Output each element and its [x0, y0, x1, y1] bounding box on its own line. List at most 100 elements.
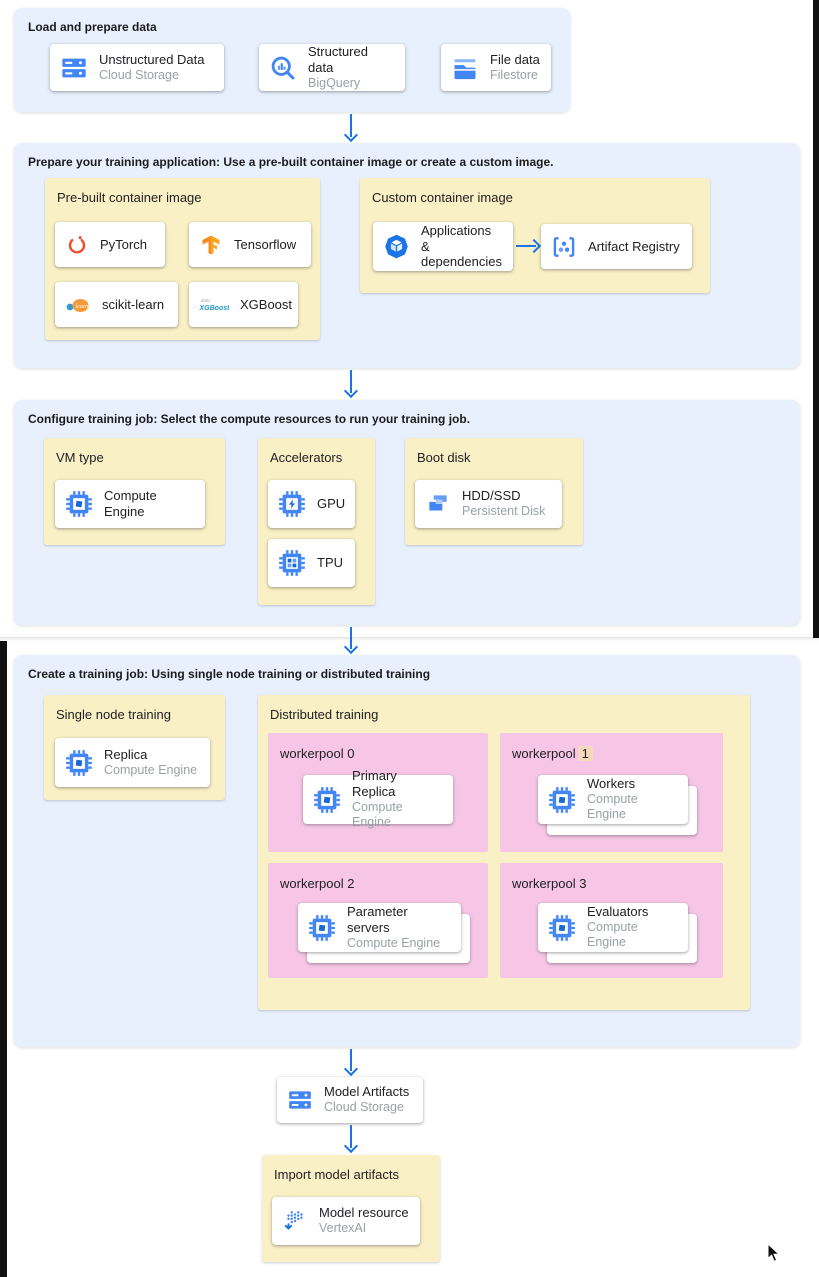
workerpool-badge: 1 [577, 746, 593, 761]
filestore-icon [454, 58, 476, 79]
card-sublabel: BigQuery [308, 75, 361, 90]
card-sublabel: Compute Engine [587, 792, 638, 822]
group-title: VM type [56, 450, 104, 465]
card-label: TPU [317, 555, 343, 571]
gpu-card: GPU [268, 480, 355, 528]
card-label: Structured data [308, 44, 368, 75]
cloud-storage-icon [289, 1091, 311, 1109]
svg-text:dmlc: dmlc [201, 298, 211, 303]
card-label: Unstructured Data [99, 51, 205, 67]
compute-engine-card: Compute Engine [55, 480, 205, 528]
custom-container-image-box: Custom container image Applications & de… [360, 178, 710, 293]
flow-arrow-3 [343, 627, 359, 655]
compute-engine-icon [66, 749, 92, 776]
bigquery-icon [271, 56, 295, 79]
card-label: Workers [587, 776, 636, 792]
tensorflow-icon [202, 235, 220, 254]
file-data-card: File data Filestore [441, 44, 551, 91]
card-label: Parameter servers [347, 904, 408, 935]
card-label: GPU [317, 496, 346, 512]
arrow-head [343, 1138, 358, 1154]
persistent-disk-icon [429, 495, 447, 511]
card-sublabel: Compute Engine [352, 800, 403, 830]
card-sublabel: Compute Engine [104, 762, 198, 777]
right-edge-black-strip [813, 0, 819, 638]
card-label: scikit-learn [102, 296, 165, 312]
card-label: Primary Replica [352, 768, 397, 800]
card-label: File data [490, 51, 540, 67]
vm-type-box: VM type Compute Engine [44, 438, 225, 545]
group-title: Custom container image [372, 190, 513, 205]
card-label: PyTorch [100, 236, 147, 252]
arrow-shaft [350, 1049, 352, 1071]
applications-dependencies-icon [385, 234, 408, 259]
group-title: Pre-built container image [57, 190, 202, 205]
tpu-icon [279, 550, 305, 576]
scikit-learn-icon: learn [66, 298, 89, 312]
vertex-ai-icon [284, 1211, 303, 1230]
xgboost-card: dmlc XGBoost XGBoost [189, 282, 298, 327]
card-sublabel: Cloud Storage [324, 1100, 404, 1115]
arrow-head [526, 238, 542, 253]
card-label: Evaluators [587, 904, 649, 920]
structured-data-card: Structured data BigQuery [259, 44, 405, 91]
model-resource-card: Model resource VertexAI [272, 1197, 420, 1245]
card-label: Model Artifacts [324, 1084, 410, 1100]
primary-replica-card: Primary Replica Compute Engine [303, 768, 453, 829]
workerpool-2-box: workerpool 2 Parameter servers Compute [268, 863, 488, 978]
compute-engine-icon [309, 914, 335, 941]
applications-dependencies-card: Applications & dependencies [373, 222, 513, 271]
flow-arrow-4 [343, 1049, 359, 1077]
import-model-artifacts-box: Import model artifacts Model resource Ve… [262, 1155, 440, 1262]
create-training-job-panel: Create a training job: Using single node… [14, 655, 800, 1047]
compute-engine-icon [549, 786, 575, 813]
xgboost-icon: dmlc XGBoost [199, 298, 229, 312]
arrow-shaft [516, 245, 536, 247]
card-label: Compute Engine [104, 488, 157, 519]
workerpool-0-box: workerpool 0 Primary Replica Compute Eng… [268, 733, 488, 852]
load-and-prepare-data-panel: Load and prepare data Unstructured Data … [14, 8, 570, 112]
flow-arrow-5 [343, 1125, 359, 1154]
tpu-card: TPU [268, 539, 355, 587]
card-label: Applications & dependencies [421, 222, 502, 270]
svg-text:XGBoost: XGBoost [199, 305, 229, 312]
card-sublabel: Compute Engine [587, 920, 638, 950]
card-sublabel: Persistent Disk [462, 504, 546, 519]
workerpool-label: workerpool 0 [280, 746, 354, 761]
artifact-registry-card: Artifact Registry [541, 224, 692, 269]
single-node-training-box: Single node training Replica Compute Eng… [44, 695, 225, 800]
arrow-shaft [350, 1125, 352, 1148]
svg-text:learn: learn [76, 304, 89, 310]
section-title: Create a training job: Using single node… [28, 667, 431, 681]
card-label: Replica [104, 746, 148, 762]
accelerators-box: Accelerators GPU [258, 438, 375, 605]
arrow-head [343, 383, 358, 399]
card-sublabel: Compute Engine [347, 935, 441, 950]
card-label: Artifact Registry [588, 238, 680, 254]
group-title: Single node training [56, 707, 171, 722]
card-label: HDD/SSD [462, 488, 521, 504]
workerpool-text: workerpool 0 [280, 746, 355, 761]
card-label: XGBoost [240, 296, 293, 312]
boot-disk-box: Boot disk HDD/SSD Persistent Disk [405, 438, 583, 545]
section-title: Load and prepare data [28, 20, 157, 34]
group-title: Import model artifacts [274, 1167, 399, 1182]
workerpool-label: workerpool 3 [512, 876, 586, 891]
configure-training-job-panel: Configure training job: Select the compu… [14, 400, 800, 625]
workerpool-3-box: workerpool 3 Evaluators Compute Engine [500, 863, 723, 978]
custom-image-arrow [516, 238, 542, 254]
pytorch-icon [68, 235, 86, 253]
workerpool-text: workerpool 2 [280, 876, 355, 891]
pytorch-card: PyTorch [55, 222, 165, 267]
workers-card: Workers Compute Engine [538, 775, 688, 824]
replica-card: Replica Compute Engine [55, 738, 210, 787]
card-sublabel: Cloud Storage [99, 67, 179, 82]
arrow-head [343, 1061, 358, 1077]
arrow-shaft [350, 627, 352, 649]
compute-engine-icon [314, 786, 340, 813]
cloud-storage-icon [62, 58, 86, 77]
arrow-head [343, 639, 358, 655]
